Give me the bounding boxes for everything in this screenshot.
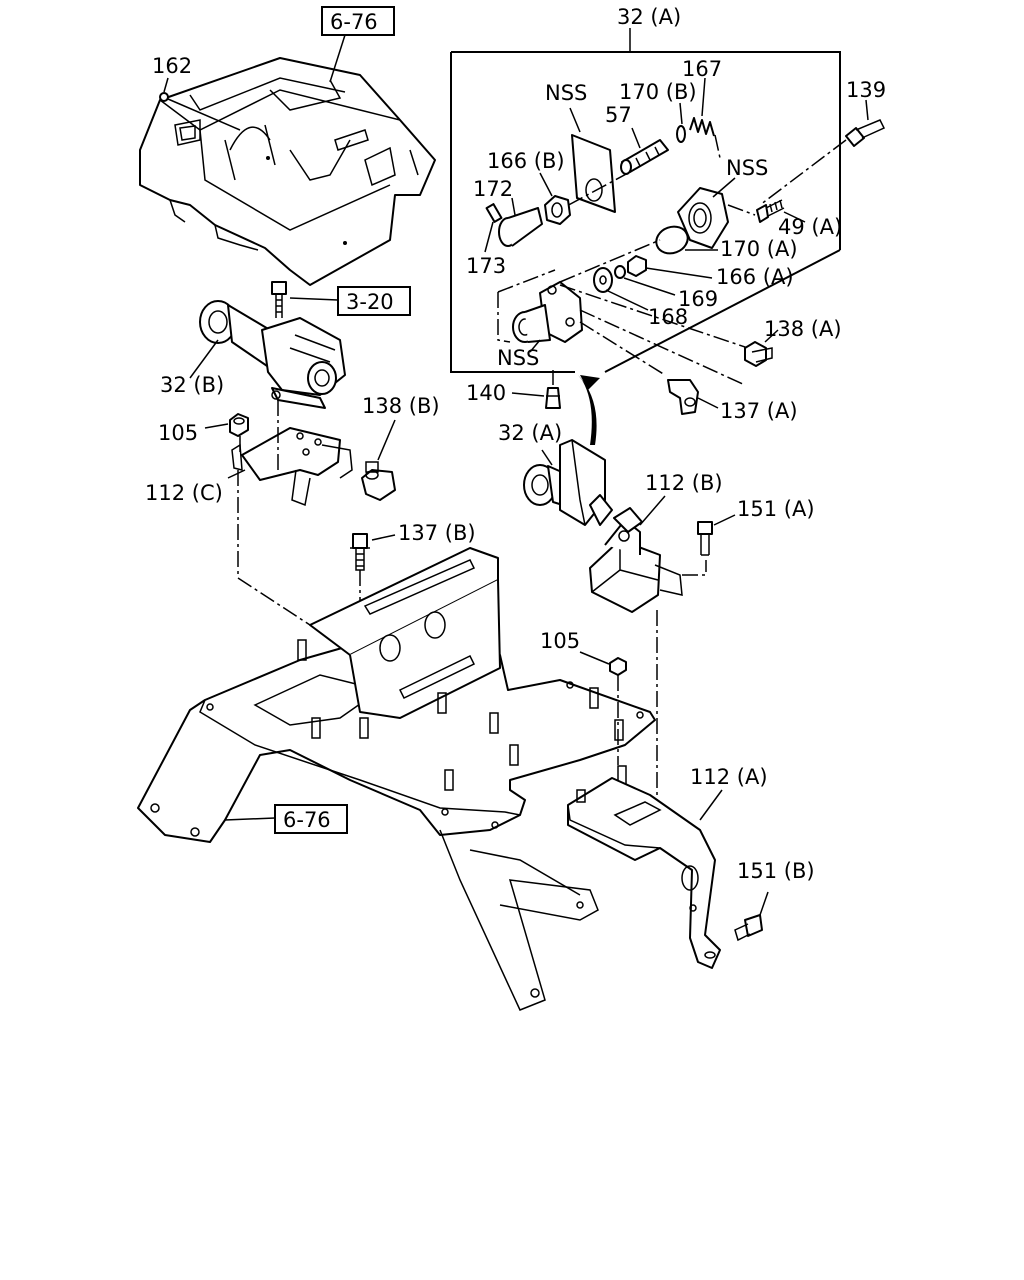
fitting-138a: [744, 329, 779, 367]
bolt-3-20: [271, 281, 339, 318]
callout-168: 168: [648, 305, 688, 329]
console-cover: [139, 57, 436, 286]
callout-166b: 166 (B): [487, 149, 565, 173]
pin-172: [498, 197, 543, 247]
callout-49a: 49 (A): [778, 215, 842, 239]
washer-169: [614, 265, 676, 296]
valve-32b: [189, 300, 346, 409]
fitting-138b: [361, 419, 396, 501]
bolt-151b: [734, 891, 769, 942]
callout-173: 173: [466, 254, 506, 278]
nss-plate: [569, 107, 616, 213]
callout-nss-plate: NSS: [545, 81, 587, 105]
assembly-arrow: [578, 375, 600, 445]
bracket-112c: [227, 400, 353, 507]
bolt-49a: [756, 199, 806, 223]
spool-57: [620, 127, 669, 175]
bolt-151a: [697, 514, 736, 556]
valve-32a: [523, 439, 613, 526]
callout-151b: 151 (B): [737, 859, 815, 883]
nss-flange: [677, 177, 756, 249]
fitting-139: [759, 99, 886, 206]
callout-112c: 112 (C): [145, 481, 223, 505]
callout-162: 162: [152, 54, 192, 78]
bracket-112b: [589, 495, 707, 850]
callout-138b: 138 (B): [362, 394, 440, 418]
callout-140: 140: [466, 381, 506, 405]
callout-112b: 112 (B): [645, 471, 723, 495]
callout-105-right: 105: [540, 629, 580, 653]
callout-nss-body: NSS: [497, 346, 539, 370]
callout-57: 57: [605, 103, 632, 127]
bracket-112a: [567, 777, 723, 969]
ref-label-3-20: 3-20: [346, 290, 394, 314]
callout-32a-group: 32 (A): [617, 5, 681, 29]
callout-112a: 112 (A): [690, 765, 768, 789]
reference-box-3-20[interactable]: 3-20: [337, 286, 411, 316]
group-box-32a: [450, 28, 841, 373]
callout-170b: 170 (B): [619, 80, 697, 104]
callout-139: 139: [846, 78, 886, 102]
callout-137b: 137 (B): [398, 521, 476, 545]
callout-170a: 170 (A): [720, 237, 798, 261]
part-162: [159, 77, 241, 131]
callout-nss-flange: NSS: [726, 156, 768, 180]
callout-32b: 32 (B): [160, 373, 224, 397]
washer-168: [593, 267, 649, 311]
callout-137a: 137 (A): [720, 399, 798, 423]
ref-label-6-76-bottom: 6-76: [283, 808, 331, 832]
elbow-137a: [667, 379, 719, 415]
fitting-140: [511, 370, 561, 409]
reference-box-6-76-bottom[interactable]: 6-76: [274, 804, 348, 834]
reference-box-6-76-top[interactable]: 6-76: [321, 6, 395, 83]
callout-167: 167: [682, 57, 722, 81]
callout-105-left: 105: [158, 421, 198, 445]
callout-151a: 151 (A): [737, 497, 815, 521]
nss-valve-body: [497, 239, 761, 386]
nut-105-right: [579, 651, 627, 765]
clip-173: [484, 203, 503, 253]
spring-167: [689, 77, 715, 137]
oring-170a: [655, 225, 718, 255]
nut-166b: [539, 172, 571, 225]
callout-138a: 138 (A): [764, 317, 842, 341]
oring-170b: [676, 102, 686, 143]
main-frame-bracket: [137, 470, 656, 1011]
callout-32a-valve: 32 (A): [498, 421, 562, 445]
ref-label-6-76-top: 6-76: [330, 10, 378, 34]
nut-105-left: [204, 413, 249, 455]
nut-166a: [627, 255, 713, 279]
callout-169: 169: [678, 287, 718, 311]
callout-172: 172: [473, 177, 513, 201]
callout-166a: 166 (A): [716, 265, 794, 289]
